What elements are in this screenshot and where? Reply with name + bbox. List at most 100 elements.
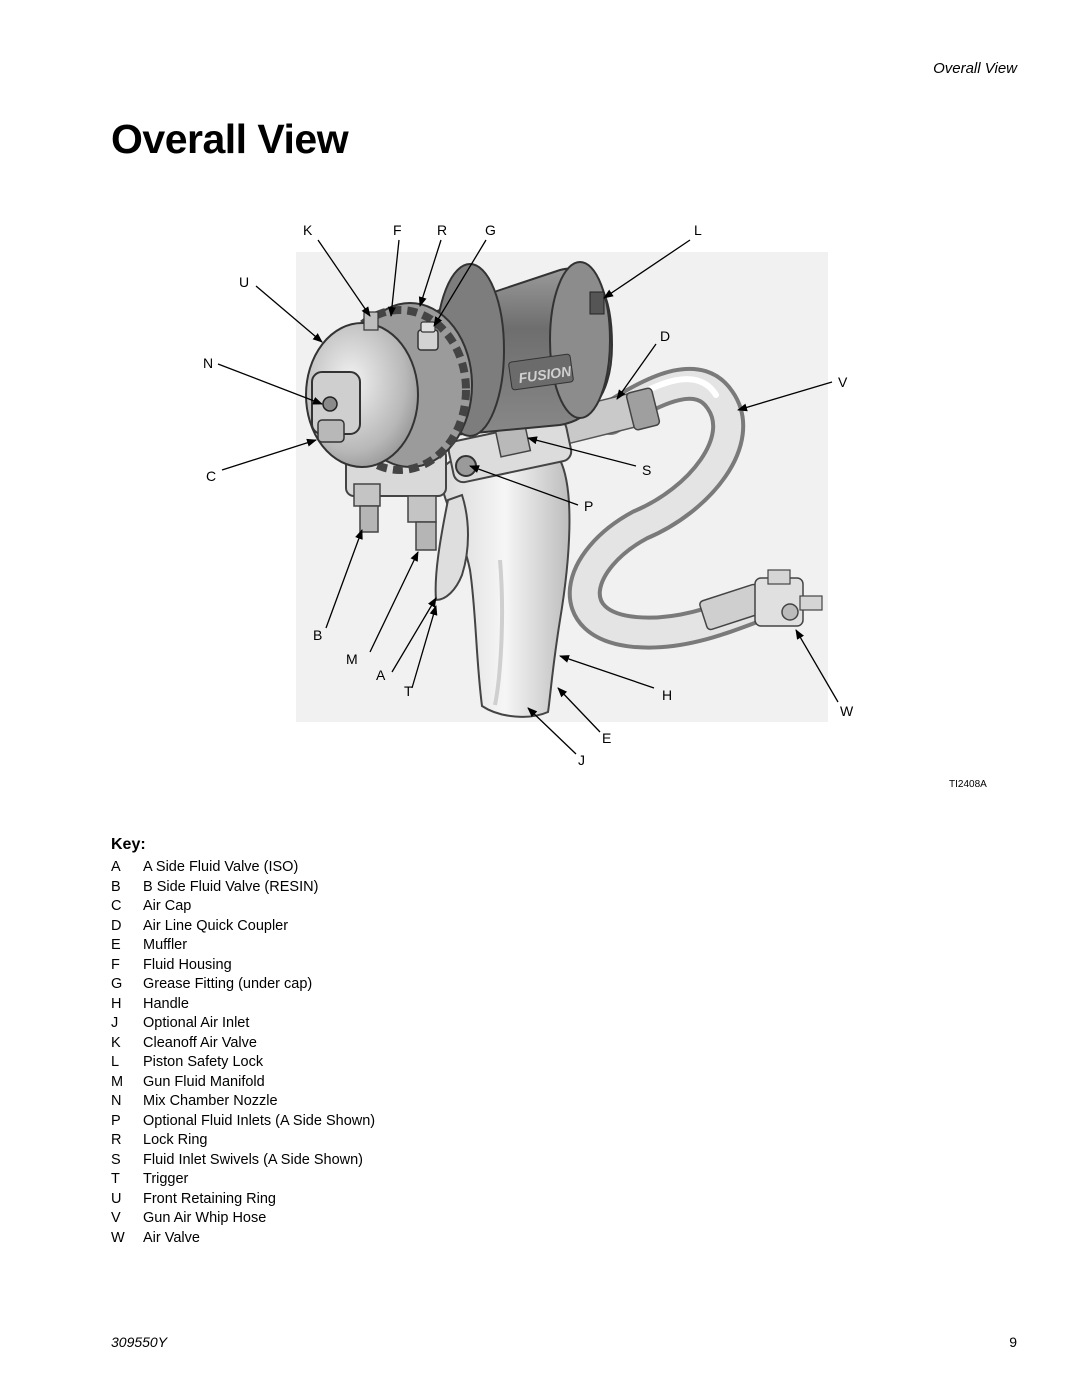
key-item: V Gun Air Whip Hose (111, 1209, 375, 1229)
leader-a (391, 597, 437, 673)
key-item-letter: U (111, 1190, 122, 1207)
leader-p (469, 465, 579, 506)
callout-k: K (303, 222, 313, 238)
callout-f: F (393, 222, 402, 238)
key-item-label: Fluid Inlet Swivels (A Side Shown) (143, 1151, 364, 1168)
air-line-quick-coupler (557, 387, 661, 444)
callout-v: V (838, 374, 848, 390)
key-item-letter: R (111, 1132, 122, 1148)
running-header: Overall View (933, 60, 1017, 77)
key-item: M Gun Fluid Manifold (111, 1073, 375, 1093)
callout-m: M (346, 651, 358, 667)
key-item-label: Front Retaining Ring (143, 1190, 276, 1207)
key-item-label: Handle (143, 995, 189, 1012)
leader-h (559, 655, 655, 689)
key-item: D Air Line Quick Coupler (111, 917, 375, 937)
leader-t (411, 605, 438, 689)
key-item-letter: E (111, 937, 121, 953)
key-item-label: Cleanoff Air Valve (143, 1034, 257, 1051)
leader-g (433, 239, 487, 327)
key-item-letter: T (111, 1171, 120, 1187)
leader-l (603, 239, 691, 299)
key-item-letter: W (111, 1229, 125, 1246)
key-item-label: B Side Fluid Valve (RESIN) (143, 878, 319, 895)
key-item-label: Muffler (143, 937, 188, 953)
key-item-label: Piston Safety Lock (143, 1054, 264, 1070)
leader-b (325, 529, 363, 629)
key-item: S Fluid Inlet Swivels (A Side Shown) (111, 1151, 375, 1171)
key-item: J Optional Air Inlet (111, 1014, 375, 1034)
spray-gun-illustration: FUSION (217, 239, 839, 755)
callout-h: H (662, 687, 673, 703)
key-item-letter: C (111, 898, 122, 914)
key-item-letter: H (111, 995, 122, 1012)
cleanoff-air-valve (363, 311, 379, 331)
leader-s (527, 436, 637, 467)
leader-v (737, 381, 833, 412)
key-item: H Handle (111, 995, 375, 1015)
key-item: R Lock Ring (111, 1131, 375, 1151)
leader-j (527, 707, 577, 755)
callout-g: G (485, 222, 496, 238)
figure-id: TI2408A (949, 779, 987, 790)
key-item-letter: S (111, 1151, 121, 1168)
key-item-label: Gun Air Whip Hose (143, 1210, 267, 1226)
footer-page-number: 9 (1009, 1334, 1017, 1350)
leader-k (317, 239, 371, 317)
leader-e (557, 687, 601, 733)
key-item-letter: B (111, 878, 121, 895)
key-item-letter: J (111, 1015, 119, 1031)
callout-t: T (404, 683, 413, 699)
trigger (434, 493, 469, 602)
key-item-label: Grease Fitting (under cap) (143, 976, 313, 992)
key-item-letter: G (111, 976, 123, 992)
key-item-label: Lock Ring (143, 1132, 208, 1148)
key-item-letter: L (111, 1054, 120, 1070)
key-item-label: Optional Air Inlet (143, 1015, 250, 1031)
leader-m (369, 551, 419, 653)
key-item-letter: V (111, 1210, 121, 1226)
callout-p: P (584, 498, 594, 514)
callout-s: S (642, 462, 652, 478)
key-item: G Grease Fitting (under cap) (111, 975, 375, 995)
key-item: F Fluid Housing (111, 956, 375, 976)
key-item-label: Air Valve (143, 1229, 200, 1246)
callout-u: U (239, 274, 250, 290)
air-valve (699, 569, 823, 631)
callout-a: A (376, 667, 386, 683)
leader-w (795, 629, 839, 703)
page-title: Overall View (111, 116, 349, 162)
key-title: Key: (111, 836, 146, 853)
grease-fitting (417, 321, 439, 351)
key-item: U Front Retaining Ring (111, 1190, 375, 1210)
key-item-label: Fluid Housing (143, 956, 232, 973)
callout-e: E (602, 730, 612, 746)
leader-f (387, 239, 400, 317)
key-item-letter: P (111, 1112, 121, 1129)
callout-leaders (217, 239, 839, 755)
key-item-letter: F (111, 956, 120, 973)
leader-n (217, 363, 323, 405)
key-item-label: Air Line Quick Coupler (143, 917, 289, 934)
key-item: E Muffler (111, 936, 375, 956)
key-item: B B Side Fluid Valve (RESIN) (111, 878, 375, 898)
mix-chamber-nozzle (322, 396, 338, 412)
key-item-letter: D (111, 917, 122, 934)
key-item-label: A Side Fluid Valve (ISO) (143, 859, 299, 875)
key-item-letter: M (111, 1073, 124, 1090)
leader-u (255, 285, 323, 343)
key-item-label: Mix Chamber Nozzle (143, 1093, 278, 1109)
key-item: L Piston Safety Lock (111, 1053, 375, 1073)
key-item-label: Gun Fluid Manifold (143, 1073, 265, 1090)
footer-doc-number: 309550Y (111, 1334, 168, 1350)
callout-r: R (437, 222, 448, 238)
spray-gun-figure: FUSION (203, 222, 987, 790)
leader-r (418, 239, 442, 307)
